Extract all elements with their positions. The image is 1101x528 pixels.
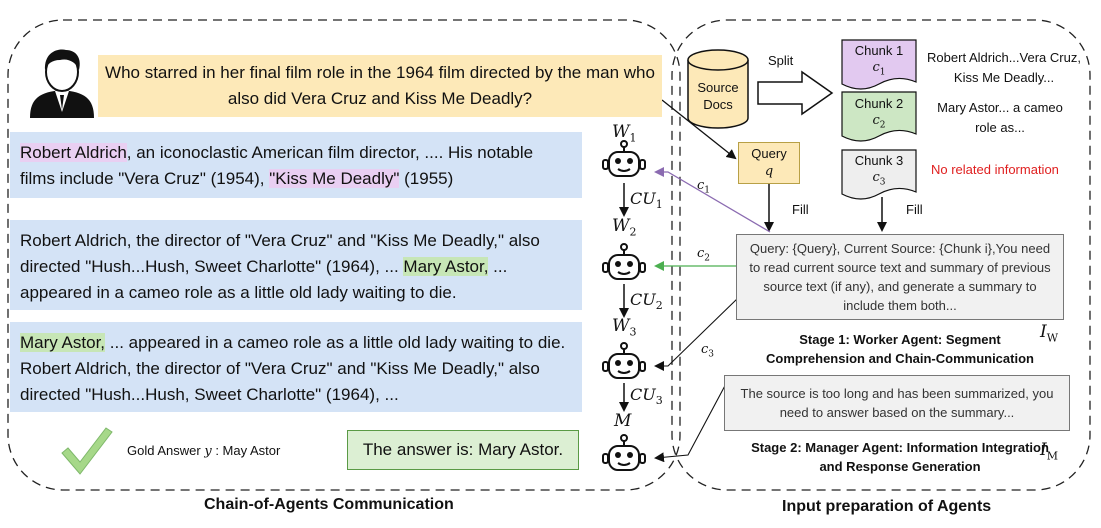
gold-answer: Gold Answer y : May Astor	[127, 443, 281, 459]
right-section-title: Input preparation of Agents	[782, 498, 992, 515]
chunk1-shape	[841, 39, 917, 90]
manager-prompt-arrow	[654, 379, 729, 463]
segment3-text-a: ... appeared in a cameo role as a little…	[20, 333, 566, 404]
robot-icon-w2	[602, 243, 646, 280]
label-c2: c2	[697, 246, 711, 264]
chunk2-text: Mary Astor... a cameo role as...	[937, 100, 1063, 135]
chunk2-label: Chunk 2 c2	[854, 96, 904, 131]
segment-box-3: Mary Astor, ... appeared in a cameo role…	[10, 322, 582, 412]
label-w3: W3	[612, 316, 637, 339]
chunk3-text: No related information	[931, 162, 1059, 177]
chunk1-label: Chunk 1 c1	[854, 43, 904, 78]
left-section-title: Chain-of-Agents Communication	[204, 496, 454, 513]
label-w2: W2	[612, 216, 637, 239]
answer-box: The answer is: Mary Astor.	[347, 430, 579, 470]
label-c1: c1	[697, 178, 711, 196]
segment2-highlight-name: Mary Astor,	[403, 257, 489, 276]
query-box: Query q	[738, 142, 800, 184]
c3-path	[654, 297, 739, 371]
c1-path	[654, 167, 771, 233]
source-docs-label: Source Docs	[697, 80, 739, 112]
split-label: Split	[768, 53, 794, 68]
question-to-query-arrow	[661, 99, 737, 160]
chunk3-shape	[841, 149, 917, 200]
label-c3: c3	[701, 342, 715, 360]
label-cu2: CU2	[630, 290, 663, 313]
segment1-text-a: , an iconoclastic American film director…	[20, 143, 534, 188]
segment1-text-b: (1955)	[399, 169, 454, 188]
checkmark-icon	[61, 427, 113, 475]
segment-box-2: Robert Aldrich, the director of "Vera Cr…	[10, 220, 582, 310]
robot-icon-w3	[602, 342, 646, 379]
chunk-fill-label: Fill	[906, 202, 923, 217]
split-arrow-icon	[757, 70, 834, 116]
segment2-text-b: ... appeared in a cameo role as a little…	[20, 257, 508, 302]
user-avatar-icon	[30, 49, 94, 118]
robot-icon-manager	[602, 434, 646, 471]
label-cu1: CU1	[630, 189, 663, 212]
label-im: IM	[1040, 440, 1058, 463]
label-manager: M	[614, 411, 632, 431]
stage2-label: Stage 2: Manager Agent: Information Inte…	[751, 440, 1049, 474]
segment1-highlight-title: "Kiss Me Deadly"	[269, 169, 400, 188]
worker-prompt-box: Query: {Query}, Current Source: {Chunk i…	[736, 234, 1064, 320]
question-text: Who starred in her final film role in th…	[105, 63, 655, 108]
segment-box-1: Robert Aldrich, an iconoclastic American…	[10, 132, 582, 198]
segment3-highlight-name: Mary Astor,	[20, 333, 106, 352]
robot-icon-w1	[602, 140, 646, 177]
label-iw: IW	[1040, 322, 1059, 345]
chunk3-label: Chunk 3 c3	[854, 153, 904, 188]
question-box: Who starred in her final film role in th…	[98, 55, 662, 117]
source-docs-cylinder-icon	[687, 49, 749, 129]
label-cu3: CU3	[630, 385, 663, 408]
right-panel-border	[671, 19, 1091, 491]
stage1-label: Stage 1: Worker Agent: Segment Comprehen…	[766, 332, 1034, 366]
segment2-text-a: Robert Aldrich, the director of "Vera Cr…	[20, 231, 540, 276]
answer-text: The answer is: Mary Astor.	[362, 440, 564, 459]
manager-prompt-box: The source is too long and has been summ…	[724, 375, 1070, 431]
query-fill-label: Fill	[792, 202, 809, 217]
segment1-highlight-name: Robert Aldrich	[20, 143, 127, 162]
chunk2-shape	[841, 91, 917, 142]
left-panel-border	[7, 19, 681, 491]
label-w1: W1	[612, 122, 637, 145]
chunk1-text: Robert Aldrich...Vera Cruz, Kiss Me Dead…	[927, 50, 1081, 85]
